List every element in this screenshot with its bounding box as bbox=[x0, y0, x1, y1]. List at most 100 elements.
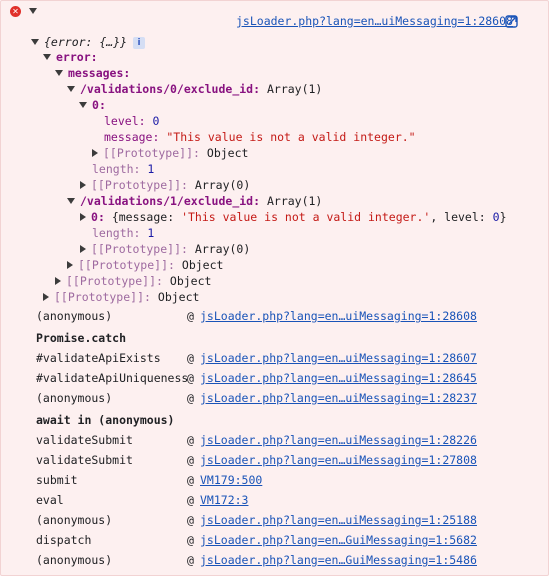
stack-at: @ bbox=[187, 309, 194, 323]
key-prototype: [[Prototype]] bbox=[103, 146, 194, 160]
stack-function: validateSubmit bbox=[36, 453, 133, 467]
preview-close: } bbox=[499, 210, 507, 224]
preview-level: 0 bbox=[492, 210, 500, 224]
caret-right-icon bbox=[55, 276, 61, 285]
stack-at: @ bbox=[187, 533, 194, 547]
stack-function: dispatch bbox=[36, 533, 92, 547]
value-level: 0 bbox=[152, 114, 160, 128]
stack-function: validateSubmit bbox=[36, 433, 133, 447]
stack-function: (anonymous) bbox=[36, 309, 113, 323]
caret-down-icon bbox=[29, 7, 37, 14]
key-prototype: [[Prototype]] bbox=[91, 178, 182, 192]
open-in-sources-icon[interactable] bbox=[505, 14, 519, 28]
key-length: length bbox=[92, 226, 134, 240]
stack-at: @ bbox=[187, 351, 194, 365]
preview-open: {message: bbox=[111, 210, 182, 224]
value-prototype: Object bbox=[206, 146, 249, 160]
error-icon: ✕ bbox=[10, 6, 21, 17]
caret-down-icon bbox=[43, 53, 51, 60]
key-prototype: [[Prototype]] bbox=[54, 290, 145, 304]
value-prototype: Object bbox=[157, 290, 200, 304]
key-length: length bbox=[92, 162, 134, 176]
stack-source-link[interactable]: jsLoader.php?lang=en…uiMessaging=1:28645 bbox=[200, 371, 477, 385]
key-index: 0 bbox=[92, 98, 99, 112]
value-prototype: Array(0) bbox=[194, 178, 251, 192]
tree-node-prototype[interactable]: [[Prototype]]: Array(0) bbox=[80, 177, 250, 193]
stack-source-link[interactable]: jsLoader.php?lang=en…uiMessaging=1:25188 bbox=[200, 513, 477, 527]
key-messages: messages bbox=[68, 66, 124, 80]
stack-source-link[interactable]: VM172:3 bbox=[200, 493, 249, 507]
stack-source-link[interactable]: jsLoader.php?lang=en…uiMessaging=1:28607 bbox=[200, 351, 477, 365]
tree-root[interactable]: {error: {…}} i bbox=[31, 34, 146, 50]
tree-node-validation-1[interactable]: /validations/1/exclude_id: Array(1) bbox=[67, 193, 322, 209]
tree-node-prototype[interactable]: [[Prototype]]: Object bbox=[55, 273, 211, 289]
caret-down-icon bbox=[79, 101, 87, 108]
key-validation-0: /validations/0/exclude_id bbox=[80, 82, 254, 96]
tree-node-prototype[interactable]: [[Prototype]]: Array(0) bbox=[80, 241, 250, 257]
value-prototype: Array(0) bbox=[194, 242, 251, 256]
caret-down-icon bbox=[31, 38, 39, 45]
stack-at: @ bbox=[187, 453, 194, 467]
key-message: message bbox=[104, 130, 153, 144]
tree-node-index-0-collapsed[interactable]: 0: {message: 'This value is not a valid … bbox=[80, 209, 507, 225]
stack-source-link[interactable]: jsLoader.php?lang=en…uiMessaging=1:28608 bbox=[200, 309, 477, 323]
async-section-label: await in (anonymous) bbox=[36, 413, 175, 427]
stack-function: #validateApiUniqueness bbox=[36, 371, 189, 385]
async-section-label: Promise.catch bbox=[36, 331, 127, 345]
root-object-preview: {error: {…}} bbox=[44, 35, 128, 49]
stack-source-link[interactable]: jsLoader.php?lang=en…GuiMessaging=1:5682 bbox=[200, 533, 477, 547]
stack-source-link[interactable]: jsLoader.php?lang=en…GuiMessaging=1:5486 bbox=[200, 553, 477, 567]
prop-level: level: 0 bbox=[104, 114, 160, 128]
key-prototype: [[Prototype]] bbox=[66, 274, 157, 288]
source-link[interactable]: jsLoader.php?lang=en…uiMessaging=1:28608 bbox=[236, 14, 513, 28]
stack-function: (anonymous) bbox=[36, 391, 113, 405]
stack-function: submit bbox=[36, 473, 78, 487]
stack-source-link[interactable]: jsLoader.php?lang=en…uiMessaging=1:28226 bbox=[200, 433, 477, 447]
tree-node-prototype[interactable]: [[Prototype]]: Object bbox=[67, 257, 223, 273]
value-length: 1 bbox=[147, 226, 155, 240]
stack-function: eval bbox=[36, 493, 64, 507]
value-message: "This value is not a valid integer." bbox=[166, 130, 416, 144]
caret-down-icon bbox=[67, 197, 75, 204]
caret-right-icon bbox=[92, 148, 98, 157]
value-array: Array(1) bbox=[266, 194, 323, 208]
tree-node-validation-0[interactable]: /validations/0/exclude_id: Array(1) bbox=[67, 81, 322, 97]
stack-function: (anonymous) bbox=[36, 513, 113, 527]
caret-down-icon bbox=[55, 69, 63, 76]
key-prototype: [[Prototype]] bbox=[78, 258, 169, 272]
value-prototype: Object bbox=[169, 274, 212, 288]
tree-node-index-0[interactable]: 0: bbox=[79, 97, 106, 113]
tree-node-prototype[interactable]: [[Prototype]]: Object bbox=[92, 145, 248, 161]
stack-source-link[interactable]: jsLoader.php?lang=en…uiMessaging=1:28237 bbox=[200, 391, 477, 405]
stack-at: @ bbox=[187, 513, 194, 527]
value-array: Array(1) bbox=[266, 82, 323, 96]
stack-function: #validateApiExists bbox=[36, 351, 161, 365]
tree-node-prototype[interactable]: [[Prototype]]: Object bbox=[43, 289, 199, 305]
key-prototype: [[Prototype]] bbox=[91, 242, 182, 256]
stack-source-link[interactable]: VM179:500 bbox=[200, 473, 263, 487]
prop-length: length: 1 bbox=[92, 162, 155, 176]
stack-at: @ bbox=[187, 433, 194, 447]
caret-right-icon bbox=[67, 260, 73, 269]
caret-down-icon bbox=[67, 85, 75, 92]
prop-message: message: "This value is not a valid inte… bbox=[104, 130, 416, 144]
caret-right-icon bbox=[80, 244, 86, 253]
key-validation-1: /validations/1/exclude_id bbox=[80, 194, 254, 208]
stack-at: @ bbox=[187, 553, 194, 567]
key-error: error bbox=[56, 50, 91, 64]
stack-function: (anonymous) bbox=[36, 553, 113, 567]
caret-right-icon bbox=[80, 180, 86, 189]
tree-node-error[interactable]: error: bbox=[43, 49, 98, 65]
key-index: 0 bbox=[91, 210, 98, 224]
preview-message: 'This value is not a valid integer.' bbox=[181, 210, 431, 224]
stack-source-link[interactable]: jsLoader.php?lang=en…uiMessaging=1:27808 bbox=[200, 453, 477, 467]
tree-node-messages[interactable]: messages: bbox=[55, 65, 130, 81]
value-length: 1 bbox=[147, 162, 155, 176]
error-expand-toggle[interactable] bbox=[29, 3, 42, 19]
caret-right-icon bbox=[43, 292, 49, 301]
prop-length: length: 1 bbox=[92, 226, 155, 240]
stack-at: @ bbox=[187, 391, 194, 405]
value-prototype: Object bbox=[181, 258, 224, 272]
info-icon[interactable]: i bbox=[133, 36, 146, 49]
